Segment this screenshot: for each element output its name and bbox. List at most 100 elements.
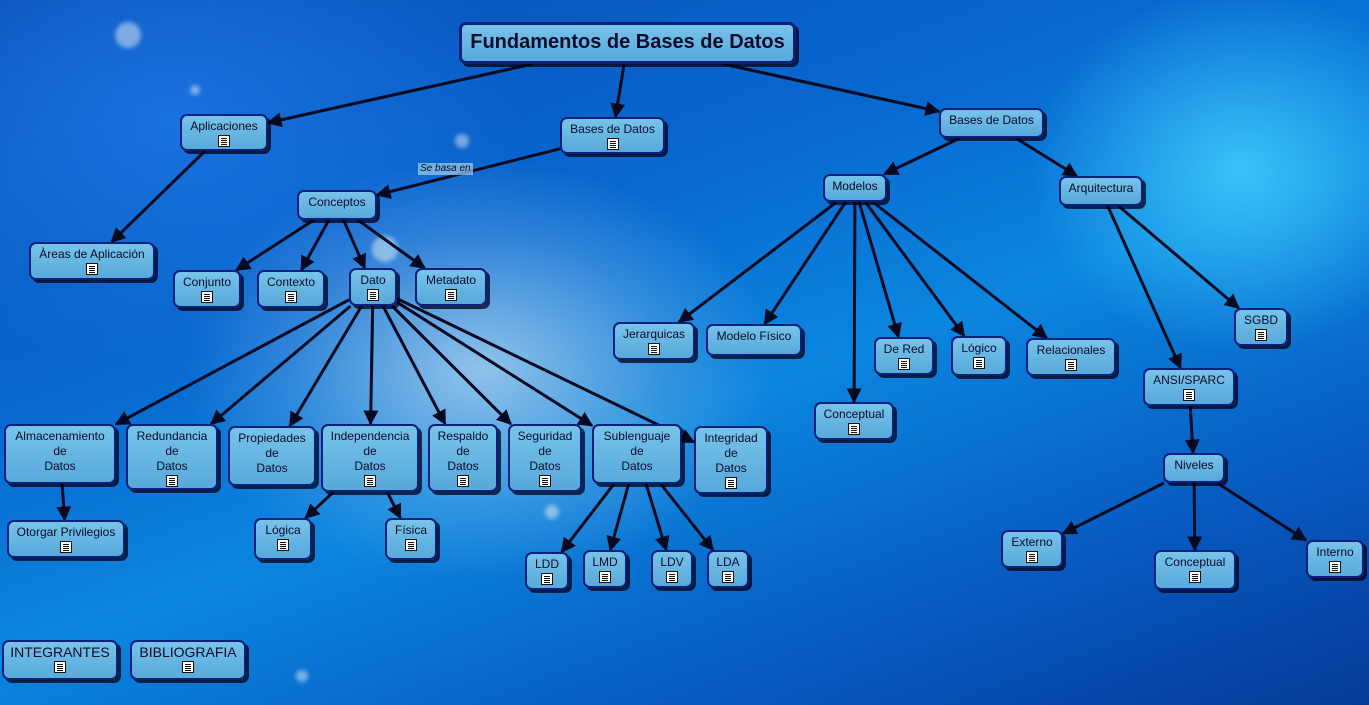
node-almacenamiento[interactable]: Almacenamiento de Datos [4, 424, 116, 484]
node-fisica[interactable]: Física [385, 518, 437, 560]
document-icon[interactable] [201, 291, 213, 303]
connector-arrow [391, 304, 512, 426]
node-label: LDD [534, 557, 559, 571]
node-redundancia[interactable]: Redundancia de Datos [126, 424, 218, 490]
node-de-red[interactable]: De Red [874, 337, 934, 375]
document-icon[interactable] [539, 475, 551, 487]
background-light-orb [455, 134, 469, 148]
document-icon[interactable] [1255, 329, 1267, 341]
connector-arrow [396, 300, 594, 427]
node-label: BIBLIOGRAFIA [139, 644, 237, 660]
node-areas-de-aplicacion[interactable]: Àreas de Aplicación [29, 242, 155, 280]
document-icon[interactable] [666, 571, 678, 583]
node-bases-de-datos-center[interactable]: Bases de Datos [560, 117, 665, 154]
document-icon[interactable] [1065, 359, 1077, 371]
node-label: Otorgar Privilegios [16, 525, 116, 539]
document-icon[interactable] [218, 135, 230, 147]
node-label: LDA [716, 555, 740, 569]
node-conceptos[interactable]: Conceptos [297, 190, 377, 220]
node-lmd[interactable]: LMD [583, 550, 627, 588]
node-logica[interactable]: Lógica [254, 518, 312, 560]
document-icon[interactable] [606, 138, 619, 150]
document-icon[interactable] [1026, 551, 1038, 563]
node-relacionales[interactable]: Relacionales [1026, 338, 1116, 376]
node-label: Arquitectura [1068, 181, 1134, 195]
document-icon[interactable] [60, 541, 72, 553]
node-conceptual-niveles[interactable]: Conceptual [1154, 550, 1236, 590]
connector-arrow [363, 305, 379, 426]
document-icon[interactable] [445, 289, 457, 301]
connector-arrow [606, 483, 631, 552]
connector-arrow [356, 218, 426, 270]
node-metadato[interactable]: Metadato [415, 268, 487, 306]
node-contexto[interactable]: Contexto [257, 270, 325, 308]
node-modelos[interactable]: Modelos [823, 174, 887, 202]
document-icon[interactable] [54, 661, 66, 673]
node-arquitectura[interactable]: Arquitectura [1059, 176, 1143, 206]
node-lda[interactable]: LDA [707, 550, 749, 588]
node-niveles[interactable]: Niveles [1163, 453, 1225, 483]
connector-arrow [288, 305, 363, 428]
background-light-orb [115, 22, 141, 48]
node-seguridad[interactable]: Seguridad de Datos [508, 424, 582, 492]
document-icon[interactable] [722, 571, 734, 583]
document-icon[interactable] [648, 343, 660, 355]
node-aplicaciones[interactable]: Aplicaciones [180, 114, 268, 151]
document-icon[interactable] [367, 289, 379, 301]
document-icon[interactable] [973, 357, 985, 369]
node-externo[interactable]: Externo [1001, 530, 1063, 568]
node-propiedades[interactable]: Propiedades de Datos [228, 426, 316, 486]
document-icon[interactable] [405, 539, 417, 551]
node-dato[interactable]: Dato [349, 268, 397, 306]
background-light-orb [545, 505, 559, 519]
connector-arrow [1061, 481, 1165, 535]
document-icon[interactable] [1189, 571, 1201, 583]
node-integridad[interactable]: Integridad de Datos [694, 426, 768, 494]
node-ldv[interactable]: LDV [651, 550, 693, 588]
document-icon[interactable] [541, 573, 553, 585]
document-icon[interactable] [277, 539, 289, 551]
node-interno[interactable]: Interno [1306, 540, 1364, 578]
connector-arrow [266, 62, 534, 128]
node-sgbd[interactable]: SGBD [1234, 308, 1288, 346]
document-icon[interactable] [285, 291, 297, 303]
document-icon[interactable] [86, 263, 98, 275]
node-conceptual-modelos[interactable]: Conceptual [814, 402, 894, 440]
node-conjunto[interactable]: Conjunto [173, 270, 241, 308]
document-icon[interactable] [182, 661, 194, 673]
document-icon[interactable] [599, 571, 611, 583]
document-icon[interactable] [848, 423, 860, 435]
node-label: Sublenguaje de Datos [603, 429, 671, 473]
node-logico[interactable]: Lógico [951, 336, 1007, 376]
node-independencia[interactable]: Independencia de Datos [321, 424, 419, 492]
document-icon[interactable] [1329, 561, 1341, 573]
document-icon[interactable] [1183, 389, 1195, 401]
connector-arrow [560, 483, 616, 554]
document-icon[interactable] [725, 477, 737, 489]
connector-arrow [763, 201, 847, 326]
connector-arrow [1184, 405, 1200, 455]
node-title[interactable]: Fundamentos de Bases de Datos [459, 22, 796, 64]
node-label: SGBD [1243, 313, 1278, 327]
node-sublenguaje[interactable]: Sublenguaje de Datos [592, 424, 682, 484]
document-icon[interactable] [166, 475, 178, 487]
connector-arrow [659, 483, 715, 552]
node-label: Física [394, 523, 427, 537]
document-icon[interactable] [457, 475, 469, 487]
document-icon[interactable] [364, 475, 376, 487]
node-label: Metadato [425, 273, 477, 287]
node-modelo-fisico[interactable]: Modelo Físico [706, 324, 802, 356]
node-otorgar-privilegios[interactable]: Otorgar Privilegios [7, 520, 125, 558]
node-label: Bases de Datos [949, 113, 1034, 127]
node-ansi-sparc[interactable]: ANSI/SPARC [1143, 368, 1235, 406]
connector-arrow [1014, 136, 1079, 178]
node-label: Bases de Datos [570, 122, 655, 136]
integrantes-button[interactable]: INTEGRANTES [2, 640, 118, 680]
node-label: Modelos [832, 179, 878, 193]
node-bases-de-datos-right[interactable]: Bases de Datos [939, 108, 1044, 138]
bibliografia-button[interactable]: BIBLIOGRAFIA [130, 640, 246, 680]
node-ldd[interactable]: LDD [525, 552, 569, 590]
node-respaldo[interactable]: Respaldo de Datos [428, 424, 498, 492]
document-icon[interactable] [898, 358, 910, 370]
node-jerarquicas[interactable]: Jerarquicas [613, 322, 695, 360]
